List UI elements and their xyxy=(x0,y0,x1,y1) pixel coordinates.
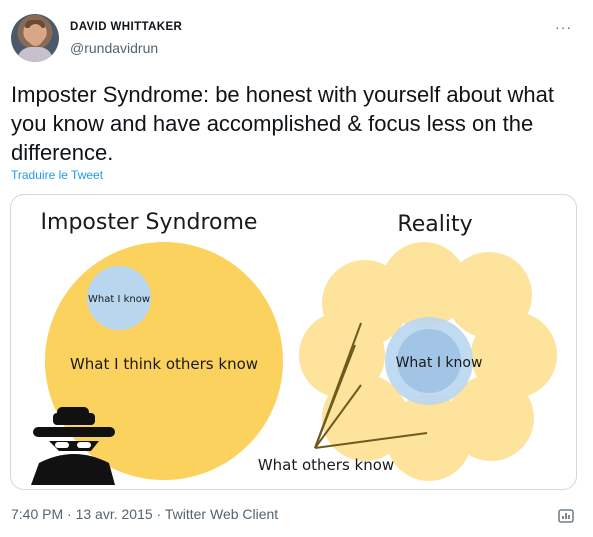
avatar-shirt xyxy=(17,47,53,62)
display-name[interactable]: DAVID WHITTAKER xyxy=(70,21,183,33)
avatar-face xyxy=(27,24,44,46)
what-others-know-petals xyxy=(299,242,557,481)
tweet-time[interactable]: 7:40 PM xyxy=(11,506,64,522)
spy-icon xyxy=(31,407,115,485)
left-outer-label: What I think others know xyxy=(70,355,258,373)
tweet-text: Imposter Syndrome: be honest with yourse… xyxy=(11,82,554,165)
left-inner-label: What I know xyxy=(88,294,150,305)
more-horizontal-icon[interactable]: ··· xyxy=(555,19,572,35)
right-outer-label: What others know xyxy=(258,456,394,474)
tweet-client[interactable]: Twitter Web Client xyxy=(164,506,279,522)
translate-tweet-link[interactable]: Traduire le Tweet xyxy=(11,168,104,182)
left-title: Imposter Syndrome xyxy=(41,210,258,235)
what-i-know-circle xyxy=(87,266,151,330)
reality-what-i-know-core xyxy=(397,329,461,393)
right-center-label: What I know xyxy=(396,355,483,371)
tweet-image[interactable]: Imposter Syndrome What I know What I thi… xyxy=(10,194,577,490)
tweet-date[interactable]: 13 avr. 2015 xyxy=(75,506,153,522)
meta-separator-2: · xyxy=(156,506,162,522)
tweet-meta: 7:40 PM · 13 avr. 2015 · Twitter Web Cli… xyxy=(11,506,278,522)
right-title: Reality xyxy=(397,212,472,237)
user-handle[interactable]: @rundavidrun xyxy=(70,40,159,56)
avatar[interactable] xyxy=(11,14,59,62)
pointer-lines xyxy=(314,322,428,449)
meta-separator: · xyxy=(67,506,72,522)
tweet-analytics-icon[interactable] xyxy=(557,507,575,530)
